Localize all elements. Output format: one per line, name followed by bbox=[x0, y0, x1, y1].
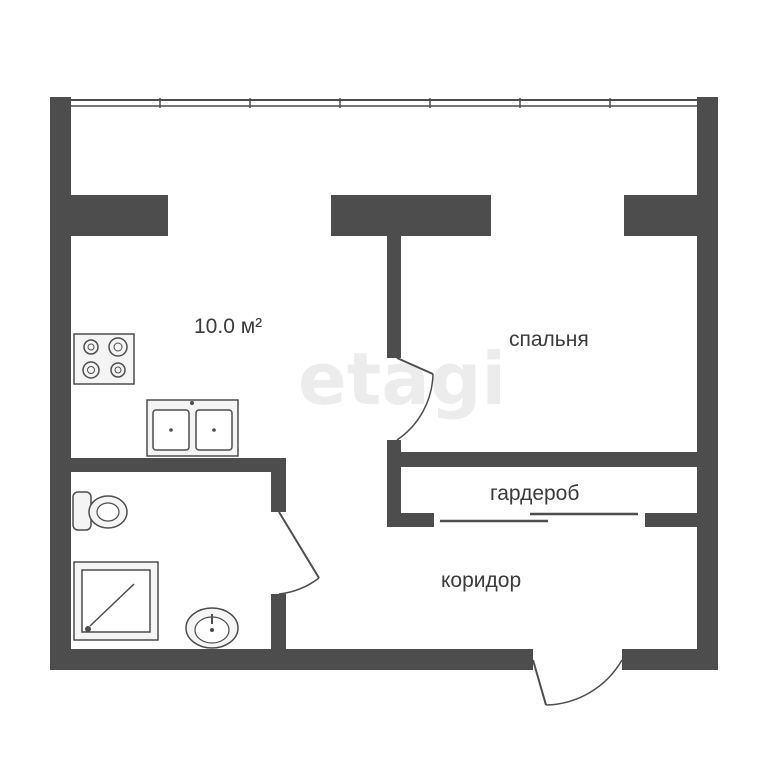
wardrobe-label: гардероб bbox=[490, 482, 579, 505]
bedroom-label: спальня bbox=[509, 328, 589, 351]
corridor-label: коридор bbox=[441, 569, 521, 592]
toilet-icon bbox=[72, 491, 128, 531]
stove-icon bbox=[73, 333, 135, 385]
watermark-logo: etagi bbox=[298, 337, 506, 421]
bathroom-walls bbox=[50, 458, 286, 664]
kitchen-area-label: 10.0 м² bbox=[194, 315, 262, 338]
entrance-door bbox=[532, 659, 623, 706]
washbasin-icon bbox=[185, 607, 239, 649]
balcony-partition-walls bbox=[50, 195, 718, 236]
shower-icon bbox=[73, 561, 159, 641]
kitchen-sink-icon bbox=[146, 399, 239, 457]
wardrobe-sliding-doors bbox=[440, 512, 638, 523]
bathroom-door bbox=[278, 511, 320, 595]
bedroom-door bbox=[387, 357, 434, 460]
bedroom-partition-walls bbox=[387, 236, 718, 527]
balcony-window bbox=[69, 98, 699, 108]
